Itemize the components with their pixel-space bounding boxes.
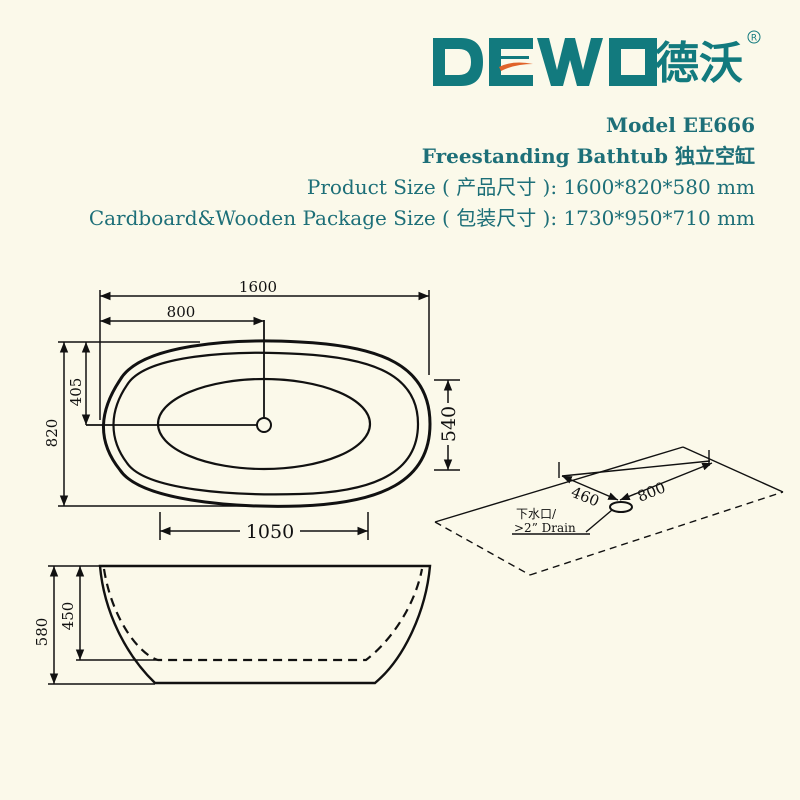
label-580: 580	[33, 618, 51, 647]
label-405: 405	[67, 378, 85, 407]
floor-plan	[434, 446, 784, 576]
tub-outer-rim	[102, 339, 432, 508]
package-size: Cardboard&Wooden Package Size ( 包装尺寸 ): …	[88, 206, 755, 230]
label-450: 450	[59, 602, 77, 631]
registered-mark: R	[747, 30, 761, 48]
label-460: 460	[569, 483, 602, 510]
product-info: Model EE666 Freestanding Bathtub 独立空缸 Pr…	[89, 110, 755, 234]
label-540: 540	[438, 406, 460, 442]
logo-chinese: 德沃	[655, 38, 743, 89]
logo-letter-d	[433, 38, 483, 86]
floor-drain-hole	[609, 501, 633, 513]
dim-line-460	[561, 475, 619, 501]
dim-line-800-floor	[619, 462, 713, 501]
logo-latin-mark	[433, 38, 657, 86]
top-view-dimension-labels: 1600 800 820 405 540 1050	[43, 278, 460, 543]
logo-letter-e	[489, 38, 533, 86]
label-820: 820	[43, 419, 61, 448]
product-size: Product Size ( 产品尺寸 ): 1600*820*580 mm	[306, 175, 755, 199]
floor-edge-right	[682, 446, 784, 493]
svg-text:R: R	[751, 34, 757, 44]
drain-leader-line	[585, 509, 613, 533]
top-view-dimensions	[58, 290, 460, 540]
floor-edge-bottom	[529, 491, 784, 576]
floor-edge-left	[434, 521, 531, 576]
side-view-dimensions	[48, 565, 155, 685]
label-1600: 1600	[239, 278, 277, 296]
logo-letter-w	[537, 38, 603, 86]
drain-note-cn: 下水口/	[516, 507, 557, 521]
tub-side-outline	[98, 564, 432, 685]
floor-edge-top	[434, 446, 684, 523]
label-800: 800	[167, 303, 196, 321]
registered-icon: R	[747, 30, 761, 44]
side-view	[76, 564, 432, 685]
logo-letter-o	[609, 38, 657, 86]
drain-note-en: >2” Drain	[514, 521, 576, 535]
model-number: Model EE666	[606, 113, 755, 137]
logo-swoosh	[499, 62, 533, 71]
top-view	[86, 320, 432, 508]
product-name: Freestanding Bathtub 独立空缸	[421, 144, 755, 168]
tub-inner-profile	[102, 568, 424, 662]
floor-ref-line	[561, 460, 711, 477]
drain-hole	[256, 417, 272, 433]
side-view-labels: 580 450	[33, 602, 77, 647]
tub-inner-rim	[112, 351, 420, 496]
label-1050: 1050	[246, 521, 294, 543]
floor-plan-labels: 460 800 下水口/ >2” Drain	[514, 478, 668, 535]
